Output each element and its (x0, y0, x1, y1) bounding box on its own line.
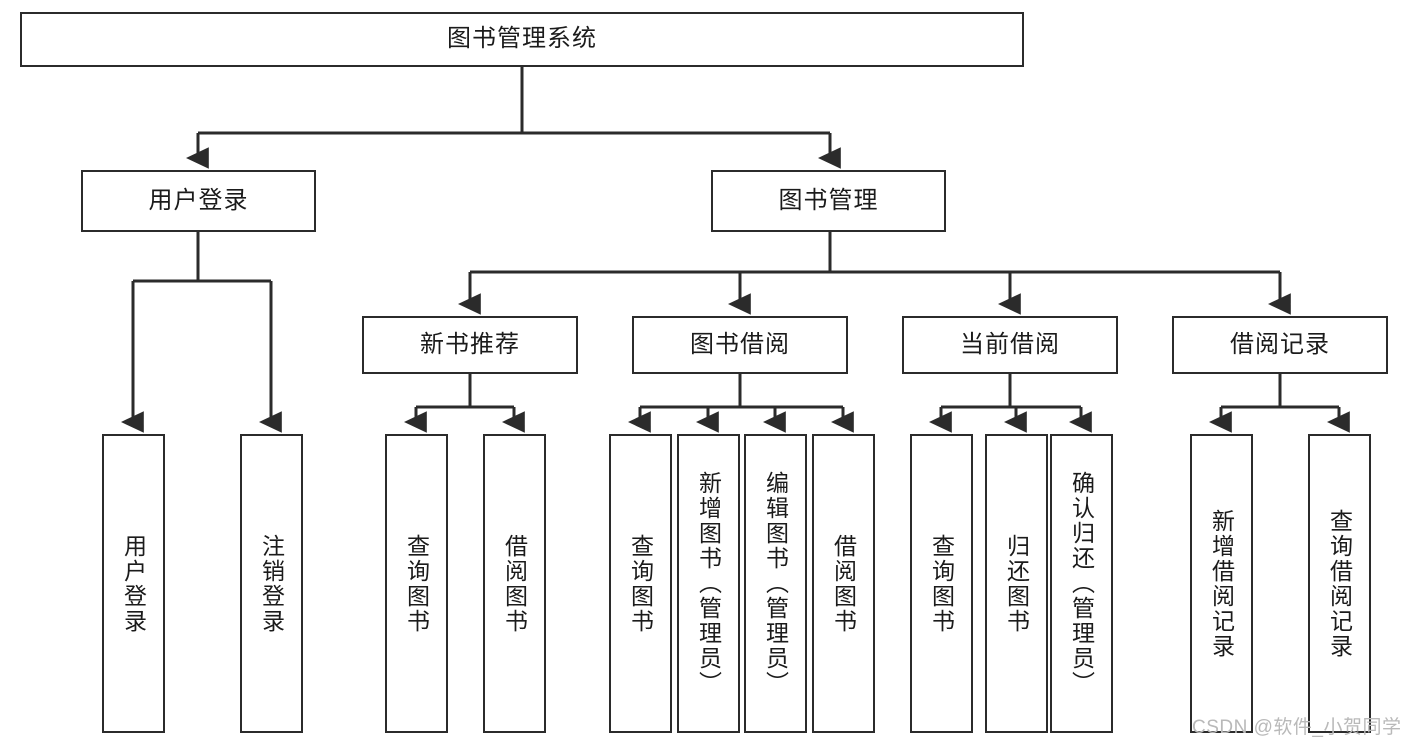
node-root[interactable]: 图书管理系统 (20, 12, 1024, 67)
node-leaf-user-logout[interactable]: 注销登录 (240, 434, 303, 733)
node-leaf-query-borrow-record-label: 查询借阅记录 (1326, 508, 1353, 659)
node-leaf-query-book-current-label: 查询图书 (928, 533, 955, 634)
node-leaf-query-book-rec-label: 查询图书 (403, 533, 430, 634)
node-book-borrow-label: 图书借阅 (690, 330, 790, 358)
node-leaf-add-borrow-record-label: 新增借阅记录 (1208, 508, 1235, 659)
node-leaf-confirm-return[interactable]: 确认归还（管理员） (1050, 434, 1113, 733)
node-new-book-recommend-label: 新书推荐 (420, 330, 520, 358)
node-new-book-recommend[interactable]: 新书推荐 (362, 316, 578, 374)
node-leaf-query-book-borrow[interactable]: 查询图书 (609, 434, 672, 733)
node-current-borrow-label: 当前借阅 (960, 330, 1060, 358)
node-leaf-add-borrow-record[interactable]: 新增借阅记录 (1190, 434, 1253, 733)
node-borrow-record-label: 借阅记录 (1230, 330, 1330, 358)
node-leaf-return-book[interactable]: 归还图书 (985, 434, 1048, 733)
node-leaf-borrow-book-label: 借阅图书 (830, 533, 857, 634)
node-leaf-add-book-label: 新增图书（管理员） (695, 471, 722, 696)
node-leaf-edit-book-label: 编辑图书（管理员） (762, 471, 789, 696)
node-root-label: 图书管理系统 (447, 25, 597, 53)
node-leaf-confirm-return-label: 确认归还（管理员） (1068, 471, 1095, 696)
csdn-watermark: CSDN @软件_小贺同学 (1192, 717, 1402, 738)
node-book-manage[interactable]: 图书管理 (711, 170, 946, 232)
node-leaf-query-borrow-record[interactable]: 查询借阅记录 (1308, 434, 1371, 733)
node-leaf-query-book-current[interactable]: 查询图书 (910, 434, 973, 733)
node-leaf-user-login[interactable]: 用户登录 (102, 434, 165, 733)
node-leaf-query-book-borrow-label: 查询图书 (627, 533, 654, 634)
node-leaf-borrow-book[interactable]: 借阅图书 (812, 434, 875, 733)
node-leaf-add-book[interactable]: 新增图书（管理员） (677, 434, 740, 733)
node-leaf-user-logout-label: 注销登录 (258, 533, 285, 634)
node-user-login[interactable]: 用户登录 (81, 170, 316, 232)
node-current-borrow[interactable]: 当前借阅 (902, 316, 1118, 374)
node-leaf-edit-book[interactable]: 编辑图书（管理员） (744, 434, 807, 733)
node-leaf-user-login-label: 用户登录 (120, 533, 147, 634)
node-leaf-borrow-book-rec-label: 借阅图书 (501, 533, 528, 634)
node-leaf-return-book-label: 归还图书 (1003, 533, 1030, 634)
node-book-manage-label: 图书管理 (778, 186, 879, 214)
node-user-login-label: 用户登录 (148, 186, 249, 214)
node-leaf-borrow-book-rec[interactable]: 借阅图书 (483, 434, 546, 733)
node-book-borrow[interactable]: 图书借阅 (632, 316, 848, 374)
node-leaf-query-book-rec[interactable]: 查询图书 (385, 434, 448, 733)
node-borrow-record[interactable]: 借阅记录 (1172, 316, 1388, 374)
